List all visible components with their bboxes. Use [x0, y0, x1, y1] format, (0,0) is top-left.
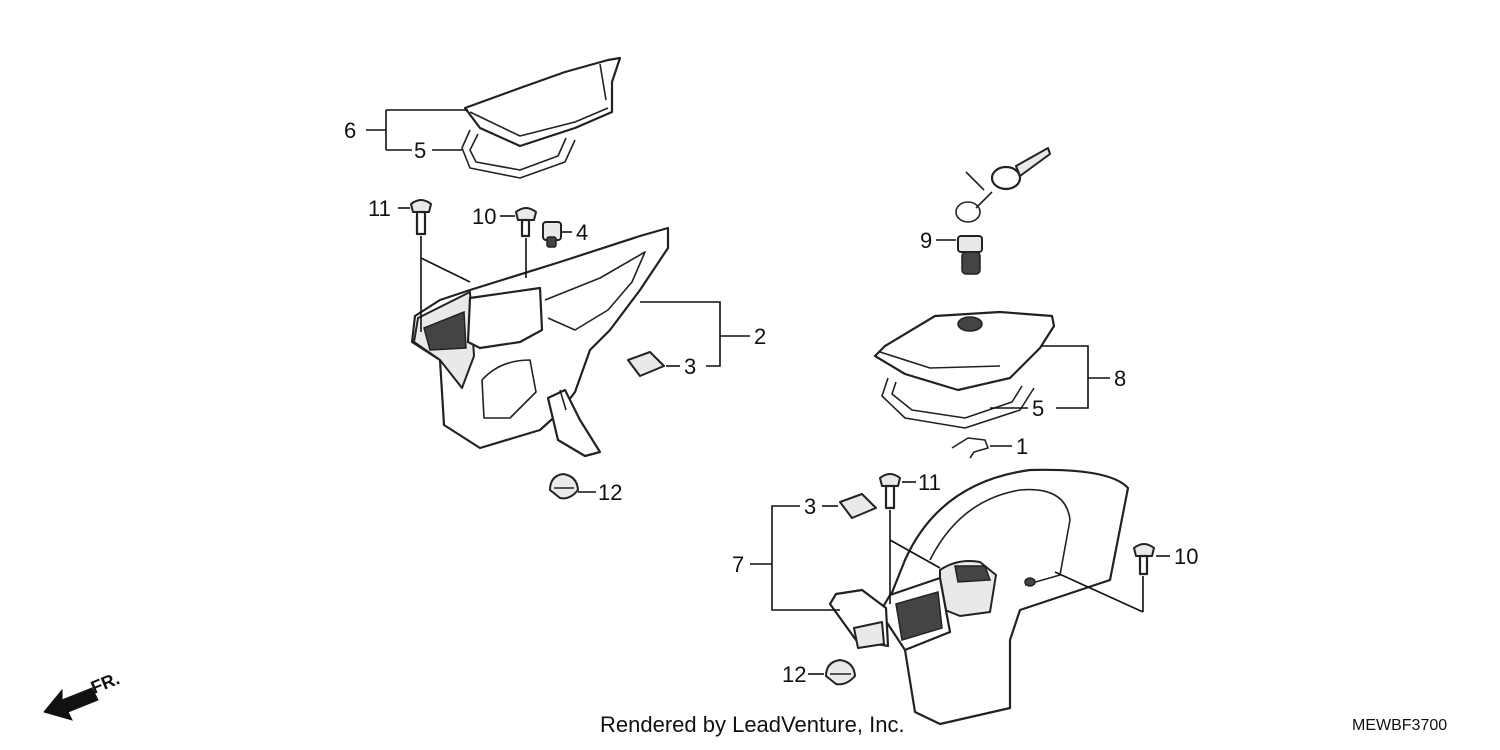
callout-9: 9 — [920, 228, 932, 253]
left-grommet-part-12 — [549, 473, 579, 500]
front-label: FR. — [88, 668, 122, 697]
left-lid-part-6 — [463, 56, 622, 148]
callout-8: 8 — [1114, 366, 1126, 391]
front-direction-marker: FR. — [43, 668, 122, 721]
callout-12-right: 12 — [782, 662, 806, 687]
callout-3-right: 3 — [804, 494, 816, 519]
front-arrow-icon — [43, 687, 99, 721]
callout-7: 7 — [732, 552, 744, 577]
left-pad-part-3 — [627, 351, 665, 377]
callout-1: 1 — [1016, 434, 1028, 459]
leader-lines — [366, 109, 1170, 675]
right-bolt-part-11 — [879, 473, 901, 510]
callout-10-left: 10 — [472, 204, 496, 229]
callout-5-left: 5 — [414, 138, 426, 163]
key-lock-part-9 — [955, 147, 1051, 275]
callout-11-right: 11 — [918, 470, 941, 495]
callout-6: 6 — [344, 118, 356, 143]
rendered-by-credit: Rendered by LeadVenture, Inc. — [600, 712, 905, 737]
right-lid-part-8 — [873, 310, 1056, 392]
diagram-code: MEWBF3700 — [1352, 717, 1447, 734]
callout-3-left: 3 — [684, 354, 696, 379]
clip-nut-part-4 — [542, 221, 562, 248]
left-seal-part-5 — [461, 129, 576, 179]
right-pad-part-3 — [839, 493, 877, 519]
callout-2: 2 — [754, 324, 766, 349]
clip-part-1 — [951, 437, 989, 459]
right-seal-part-5 — [881, 377, 1035, 429]
callout-4: 4 — [576, 220, 588, 245]
right-grommet-part-12 — [825, 659, 856, 686]
callout-5-right: 5 — [1032, 396, 1044, 421]
callout-10-right: 10 — [1174, 544, 1198, 569]
callout-11-left: 11 — [368, 196, 391, 221]
callout-12-left: 12 — [598, 480, 622, 505]
right-screw-part-10 — [1133, 543, 1155, 576]
right-inner-box-part-7 — [828, 468, 1130, 726]
left-inner-box-part-2 — [410, 226, 670, 458]
left-screw-part-10 — [515, 207, 537, 238]
left-bolt-part-11 — [410, 199, 432, 236]
